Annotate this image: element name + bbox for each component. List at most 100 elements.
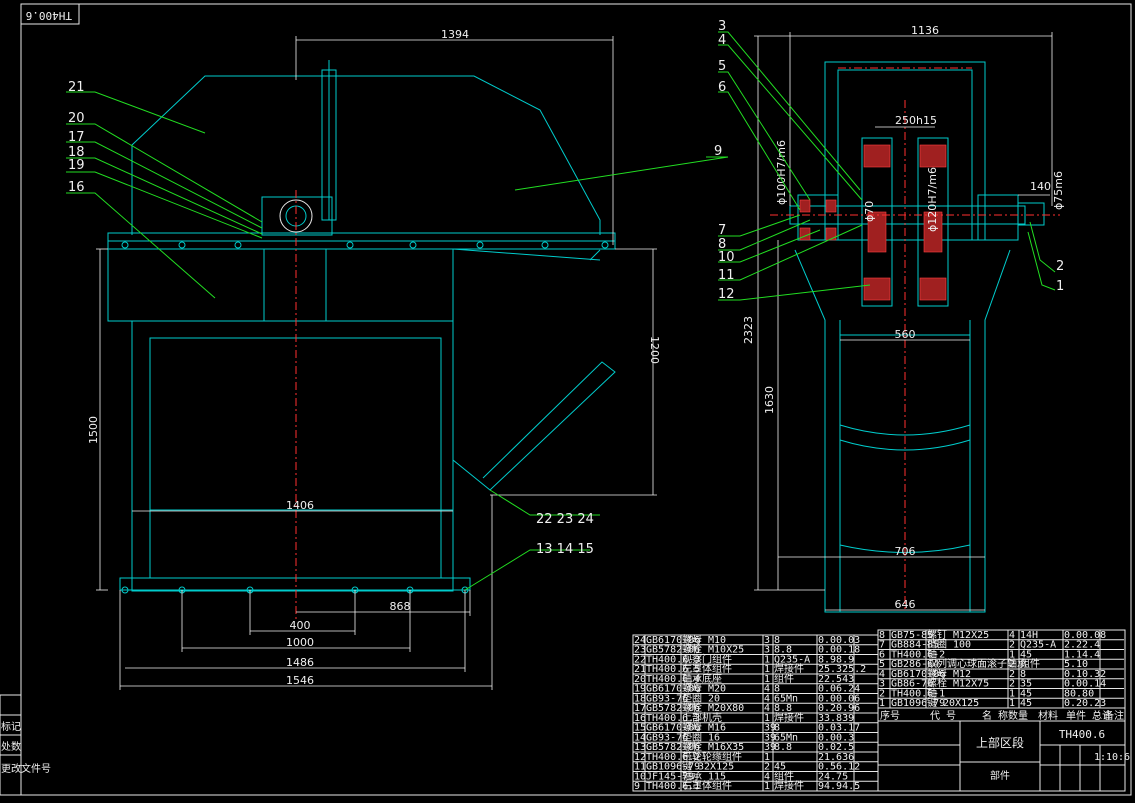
- bom-cell: 65Mn: [774, 732, 798, 743]
- bom-cell: GB5782-86: [646, 645, 700, 656]
- balloon-7: 7: [718, 223, 726, 238]
- bom-cell: 0.00.14: [1064, 679, 1106, 690]
- bearing-circle: [279, 199, 313, 233]
- bom-cell: 0.00.18: [818, 645, 860, 656]
- dim-front-top-width: 1394: [441, 28, 469, 41]
- balloon-11: 11: [718, 268, 735, 283]
- bom-cell: 焊接件: [774, 662, 804, 675]
- bom-cell: 18: [634, 693, 646, 704]
- hood-outline: [131, 75, 601, 235]
- bom-cell: 右罩体组件: [682, 779, 732, 792]
- bom-cell: 7: [879, 640, 885, 651]
- dim-side-phi75: ϕ75m6: [1052, 171, 1065, 210]
- front-view: 1394 1500 1200 1406 868 400 1000 1486 15…: [66, 28, 729, 690]
- bom-cell: 1: [764, 674, 770, 685]
- bom-cell: 11: [634, 762, 646, 773]
- bom-cell: Q235-A: [1020, 640, 1056, 651]
- bom-cell: 10: [634, 771, 646, 782]
- bom-cell: 6: [879, 649, 885, 660]
- bom-cell: GB6170-86: [646, 635, 700, 646]
- pulley-left: [861, 137, 893, 307]
- bom-cell: 22: [634, 654, 646, 665]
- bom-cell: GB5782-86: [646, 742, 700, 753]
- bom-cell: 0.00.03: [818, 635, 860, 646]
- bom-cell: 21.636: [818, 752, 854, 763]
- bom-cell: 1: [1009, 649, 1015, 660]
- bom-cell: 轴: [927, 647, 937, 660]
- drawing-stage: 部件: [990, 769, 1010, 782]
- dim-side-2323: 2323: [742, 316, 755, 344]
- bom-cell: 左罩体组件: [682, 662, 732, 675]
- bom-cell: GB75-85: [891, 630, 933, 641]
- bom-cell: 0.20.96: [818, 703, 860, 714]
- code-box: [20, 3, 80, 25]
- bom-cell: 螺栓 M10X25: [682, 643, 744, 656]
- bom-cell: GB1096-79: [891, 698, 945, 709]
- bom-cell: 1: [1009, 698, 1015, 709]
- bom-cell: 组件: [1020, 657, 1040, 670]
- bom-cell: 39: [764, 723, 776, 734]
- bom-cell: 焊接件: [774, 779, 804, 792]
- bom-cell: TH400.6.5: [646, 664, 700, 675]
- dim-side-phi120: ϕ120H7/m6: [926, 167, 939, 232]
- bom-cell: 14: [634, 732, 646, 743]
- bom-cell: 80.80: [1064, 688, 1094, 699]
- balloon-3: 3: [718, 19, 726, 34]
- bom-header-c6: 单件 总计: [1066, 709, 1112, 722]
- bom-header-c5: 材料: [1038, 709, 1058, 722]
- balloon-9: 9: [714, 144, 722, 159]
- dim-front-868: 868: [390, 600, 411, 613]
- bom-cell: 45: [1020, 649, 1032, 660]
- upper-casing: [107, 248, 454, 322]
- sheet-code-rotated: TH400.6: [26, 9, 72, 22]
- bom-cell: 2: [764, 762, 770, 773]
- bom-cell: 0.10.32: [1064, 669, 1106, 680]
- bom-cell: 2: [1009, 679, 1015, 690]
- bom-cell: GB286-64: [891, 659, 939, 670]
- bom-cell: 1: [764, 664, 770, 675]
- bom-cell: 15: [634, 723, 646, 734]
- left-strip-l3: 更改文件号: [1, 762, 51, 775]
- balloon-8: 8: [718, 237, 726, 252]
- bom-cell: 39: [764, 742, 776, 753]
- bom-cell: 焊接件: [774, 711, 804, 724]
- bom-cell: 24: [634, 635, 646, 646]
- side-view: 1136 2323 1630 560 706 646 140 250h15 ϕ1…: [718, 19, 1065, 613]
- bom-cell: 3: [764, 635, 770, 646]
- bom-cell: 5.10: [1064, 659, 1088, 670]
- bom-cell: 65Mn: [774, 693, 798, 704]
- bom-cell: 垫圈 20: [682, 691, 720, 704]
- bom-cell: GB93-76: [646, 693, 688, 704]
- bom-cell: 3: [879, 679, 885, 690]
- bom-cell: 45: [1020, 698, 1032, 709]
- dim-front-1486: 1486: [286, 656, 314, 669]
- dim-front-height-left: 1500: [87, 416, 100, 444]
- bom-cell: TH400.6.3: [646, 713, 700, 724]
- bom-cell: 4: [1009, 630, 1015, 641]
- balloon-1: 1: [1056, 279, 1064, 294]
- bom-cell: 19: [634, 684, 646, 695]
- bom-cell: TH400.6-1: [891, 688, 945, 699]
- bom-cell: 螺母 M12: [927, 668, 971, 680]
- bom-cell: Q235-A: [774, 654, 810, 665]
- bom-cell: 13: [634, 742, 646, 753]
- bom-cell: 螺母 M20: [682, 683, 726, 695]
- bom-header-c3: 名 称: [982, 709, 1008, 722]
- bom-cell: 螺栓 M20X80: [682, 701, 744, 714]
- dim-side-phi-shaft: ϕ100H7/m6: [775, 140, 788, 205]
- bom-cell: 4: [764, 771, 770, 782]
- bom-cell: 45: [1020, 688, 1032, 699]
- balloon-22-24: 22 23 24: [536, 512, 594, 527]
- bom-cell: 4: [764, 684, 770, 695]
- bom-cell: TH400.6.4: [646, 674, 700, 685]
- dim-side-646: 646: [895, 598, 916, 611]
- bom-header-c2: 代 号: [930, 710, 956, 722]
- bom-cell: 螺栓 M12X75: [927, 677, 989, 690]
- balloon-19: 19: [68, 158, 85, 173]
- chute: [452, 300, 616, 491]
- bom-cell: 25.325.2: [818, 664, 866, 675]
- bom-cell: 螺母 M10: [682, 634, 726, 646]
- bom-cell: 4: [764, 703, 770, 714]
- bom-cell: 22.543: [818, 674, 854, 685]
